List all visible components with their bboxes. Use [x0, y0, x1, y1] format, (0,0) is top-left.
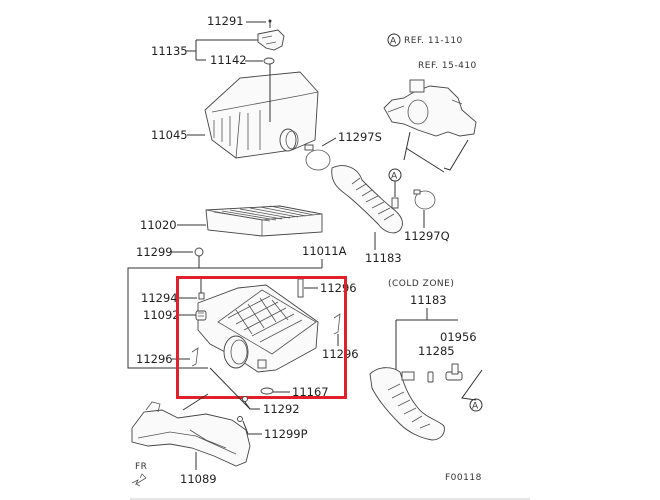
turbocharger[interactable] [383, 79, 477, 137]
label-11292[interactable]: 11292 [263, 402, 300, 416]
hose-clamp-q[interactable] [413, 189, 436, 210]
ref-marker-a-lower[interactable]: A [472, 402, 479, 412]
hose-clamp-11285[interactable] [427, 371, 434, 383]
highlight-box [176, 276, 347, 399]
label-11142[interactable]: 11142 [210, 53, 247, 67]
label-11294[interactable]: 11294 [141, 291, 178, 305]
label-11089[interactable]: 11089 [180, 472, 217, 486]
figure-id: F00118 [445, 473, 482, 483]
air-filter-element[interactable] [205, 205, 323, 237]
grommet-11292[interactable] [242, 396, 248, 402]
front-label: FR [135, 462, 147, 472]
ref-15-410[interactable]: REF. 15-410 [418, 61, 477, 71]
ref-marker-a-top[interactable]: A [390, 37, 397, 47]
clip-11296-right[interactable] [333, 313, 341, 335]
intake-air-temp-sensor[interactable] [445, 363, 463, 381]
label-11296-right[interactable]: 11296 [322, 347, 359, 361]
label-11285[interactable]: 11285 [418, 344, 455, 358]
label-11297Q[interactable]: 11297Q [404, 229, 450, 243]
front-arrow-icon [131, 473, 147, 487]
clip-11296-top[interactable] [297, 278, 304, 298]
air-duct[interactable] [131, 401, 251, 467]
air-cleaner-cover[interactable] [204, 64, 319, 159]
label-11092[interactable]: 11092 [143, 308, 180, 322]
label-11299[interactable]: 11299 [136, 245, 173, 259]
label-11045[interactable]: 11045 [151, 128, 188, 142]
label-11297S[interactable]: 11297S [338, 130, 382, 144]
grommet-11294[interactable] [198, 292, 205, 300]
cold-zone-intake-hose[interactable] [369, 367, 445, 441]
label-11011A[interactable]: 11011A [302, 244, 347, 258]
label-11167[interactable]: 11167 [292, 385, 329, 399]
label-11183-lower[interactable]: 11183 [410, 293, 447, 307]
label-11296-left[interactable]: 11296 [136, 352, 173, 366]
label-01956[interactable]: 01956 [440, 330, 477, 344]
label-11291[interactable]: 11291 [207, 14, 244, 28]
assembly-bracket [127, 267, 322, 369]
drain-valve-11167[interactable] [260, 387, 274, 395]
o-ring[interactable] [263, 57, 275, 65]
label-11299P[interactable]: 11299P [264, 427, 308, 441]
hose-clamp-s[interactable] [304, 144, 331, 171]
label-11183-upper[interactable]: 11183 [365, 251, 402, 265]
ref-marker-a-upper[interactable]: A [391, 172, 398, 182]
label-11135[interactable]: 11135 [151, 44, 188, 58]
label-11020[interactable]: 11020 [140, 218, 177, 232]
bolt-11299P[interactable] [237, 416, 243, 422]
ref-11-110[interactable]: REF. 11-110 [404, 36, 463, 46]
air-cleaner-lower-case[interactable] [197, 284, 319, 373]
label-11296-top[interactable]: 11296 [320, 281, 357, 295]
rubber-mount-11092[interactable] [195, 310, 207, 321]
clip-11296-left[interactable] [191, 347, 199, 367]
mass-airflow-sensor[interactable] [257, 19, 285, 51]
intake-hose[interactable] [331, 165, 403, 234]
cold-zone-note: (COLD ZONE) [388, 279, 454, 289]
bolt[interactable] [194, 247, 204, 268]
